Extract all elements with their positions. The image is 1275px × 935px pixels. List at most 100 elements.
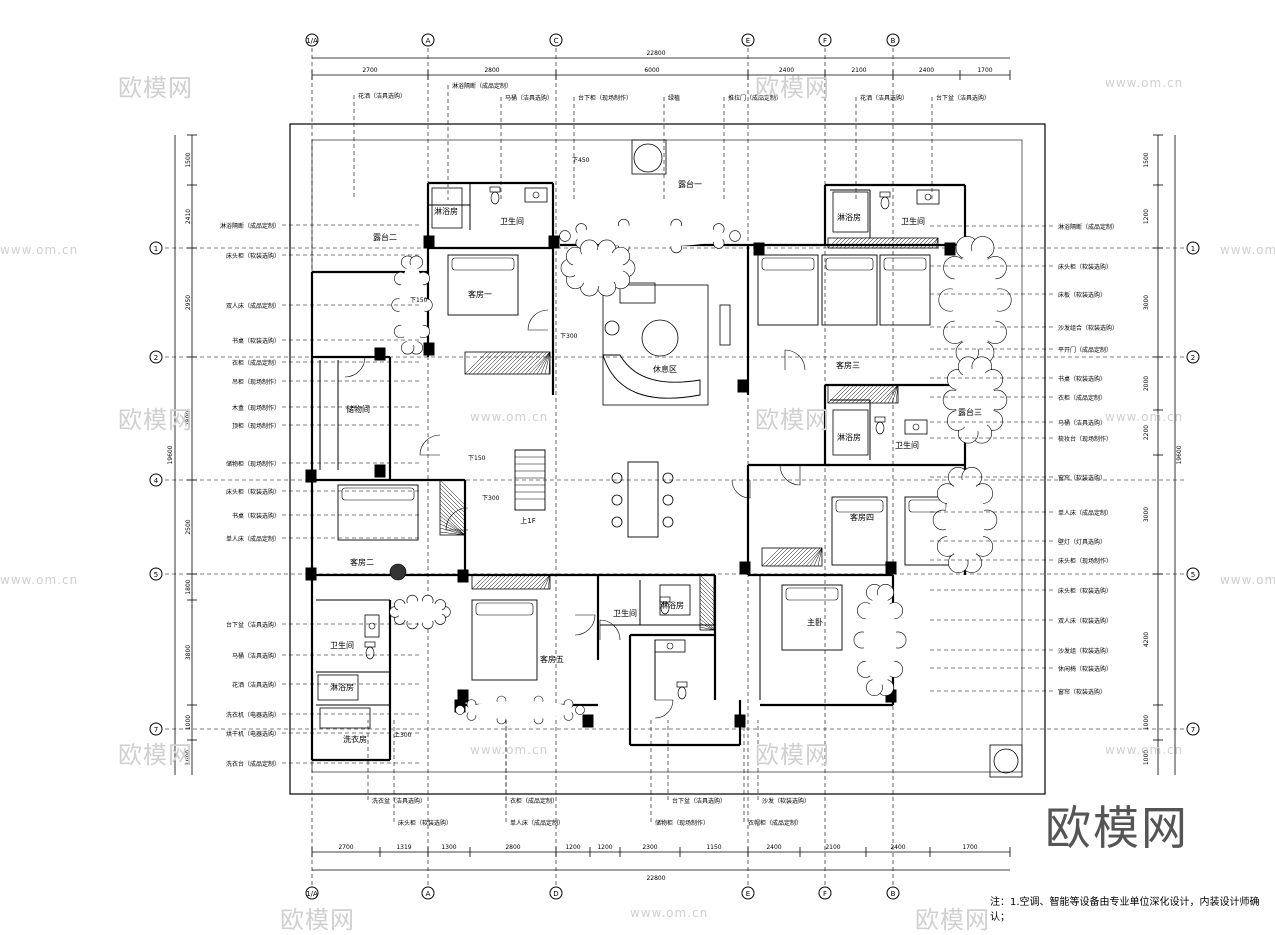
dining-chair (611, 516, 623, 528)
dim-text-top: 1700 (977, 67, 992, 74)
column (739, 561, 751, 575)
planting-bed (560, 239, 636, 297)
dim-text-top: 2400 (779, 67, 794, 74)
column (305, 469, 317, 483)
wardrobe (761, 547, 823, 567)
callout-label-right: 窗帘（软装选购） (1058, 688, 1106, 696)
callout-label-left: 单人床（成品定制） (226, 535, 280, 543)
toilet (879, 191, 891, 210)
callout-label-top: 花洒（洁具选购） (358, 92, 406, 100)
watermark: 欧模网 (755, 741, 830, 769)
single-bed (757, 254, 819, 326)
watermark: 欧模网 (755, 74, 830, 102)
watermark-url: www.om.cn (1105, 410, 1184, 424)
grid-label-right: 2 (1191, 354, 1195, 362)
lounge-area (602, 284, 709, 406)
callout-label-left: 衣柜（成品定制） (232, 359, 280, 367)
shower-tray (659, 584, 691, 616)
grid-label-top: C (554, 37, 559, 45)
single-bed (821, 254, 878, 326)
door-swing (445, 507, 469, 531)
planting-bed (559, 218, 741, 254)
planting-bed (853, 584, 907, 696)
column (737, 379, 749, 393)
callout-label-right: 书桌（软装选购） (1058, 375, 1106, 383)
grid-bubble-right (1186, 350, 1200, 364)
dim-text-left: 1800 (185, 579, 192, 594)
door-swing (654, 699, 674, 719)
planter-box (989, 744, 1023, 778)
room-label: 储物间 (346, 404, 370, 414)
callout-label-left: 书桌（软装选购） (232, 337, 280, 345)
callout-label-right: 窗帘（软装选购） (1058, 474, 1106, 482)
callout-label-right: 沙发组（软装选购） (1058, 647, 1112, 655)
callout-label-top: 淋浴隔断（成品定制） (452, 82, 512, 90)
dining-chair (611, 472, 623, 484)
grid-bubble-left (149, 473, 163, 487)
grid-bubble-left (149, 350, 163, 364)
level-mark: 下450 (572, 157, 590, 164)
watermark-url: www.om.cn (1220, 573, 1275, 587)
dim-text-left: 1000 (185, 750, 192, 765)
planting-bed (942, 356, 1008, 444)
watermark-url: www.om.cn (1105, 743, 1184, 757)
callout-label-left: 洗衣机（电器选购） (226, 711, 280, 719)
column (944, 242, 956, 256)
dim-text-right: 1000 (1143, 750, 1150, 765)
room-label: 淋浴房 (434, 206, 458, 216)
dining-chair (662, 472, 674, 484)
single-bed (831, 496, 888, 566)
column (423, 235, 435, 249)
door-swing (731, 479, 751, 499)
grid-bubble-top (549, 33, 563, 47)
planting-bed (389, 594, 451, 630)
room-label: 卫生间 (613, 608, 637, 618)
callout-label-right: 平开门（成品定制） (1058, 346, 1112, 354)
grid-label-bottom: B (891, 890, 896, 898)
room-label: 露台二 (373, 232, 397, 242)
door-swing (344, 356, 366, 378)
callout-label-top: 推拉门（成品定制） (728, 94, 782, 102)
callout-label-right: 梳妆台（现场制作） (1058, 435, 1112, 443)
basin-drain (532, 191, 540, 199)
potted-plant (633, 143, 663, 173)
grid-bubble-bottom (818, 886, 832, 900)
room-label: 客房五 (540, 654, 564, 664)
dim-text-bottom: 2300 (642, 844, 657, 851)
callout-label-right: 床头柜（软装选购） (1058, 263, 1112, 271)
basin-drain (912, 423, 920, 431)
planting-bed (391, 255, 433, 355)
callout-label-bottom: 单人床（成品定制） (510, 819, 564, 827)
room-label: 客房二 (350, 557, 374, 567)
grid-bubble-right (1186, 722, 1200, 736)
stair-label: 上1F (520, 516, 535, 525)
callout-label-left: 台下盆（洁具选购） (226, 621, 280, 629)
callout-label-left: 花洒（洁具选购） (232, 681, 280, 689)
dim-text-bottom: 2700 (338, 844, 353, 851)
door-swing (574, 614, 596, 636)
callout-label-left: 双人床（成品定制） (226, 302, 280, 310)
dim-text-bottom: 1700 (962, 844, 977, 851)
callout-label-right: 单人床（成品定制） (1058, 509, 1112, 517)
planting-bed (455, 695, 585, 725)
watermark: 欧模网 (915, 906, 990, 934)
grid-label-bottom: E (746, 890, 750, 898)
watermark: 欧模网 (118, 74, 193, 102)
grid-label-left: 4 (154, 477, 159, 485)
dim-text-left: 3800 (185, 645, 192, 660)
armchair (619, 282, 656, 304)
grid-label-top: F (823, 37, 827, 45)
dim-text-right: 1000 (1143, 715, 1150, 730)
column (582, 714, 594, 728)
watermark: 欧模网 (755, 406, 830, 434)
basin (904, 419, 928, 435)
wardrobe (699, 574, 715, 631)
grid-label-left: 7 (154, 726, 158, 734)
grid-label-right: 1 (1191, 245, 1195, 253)
level-mark: 下150 (468, 455, 486, 462)
column (374, 347, 386, 361)
callout-label-left: 床头柜（软装选购） (226, 252, 280, 260)
watermark-url: www.om.cn (1220, 243, 1275, 257)
watermark: 欧模网 (118, 741, 193, 769)
brand-logo: 欧模网 (1045, 801, 1189, 855)
